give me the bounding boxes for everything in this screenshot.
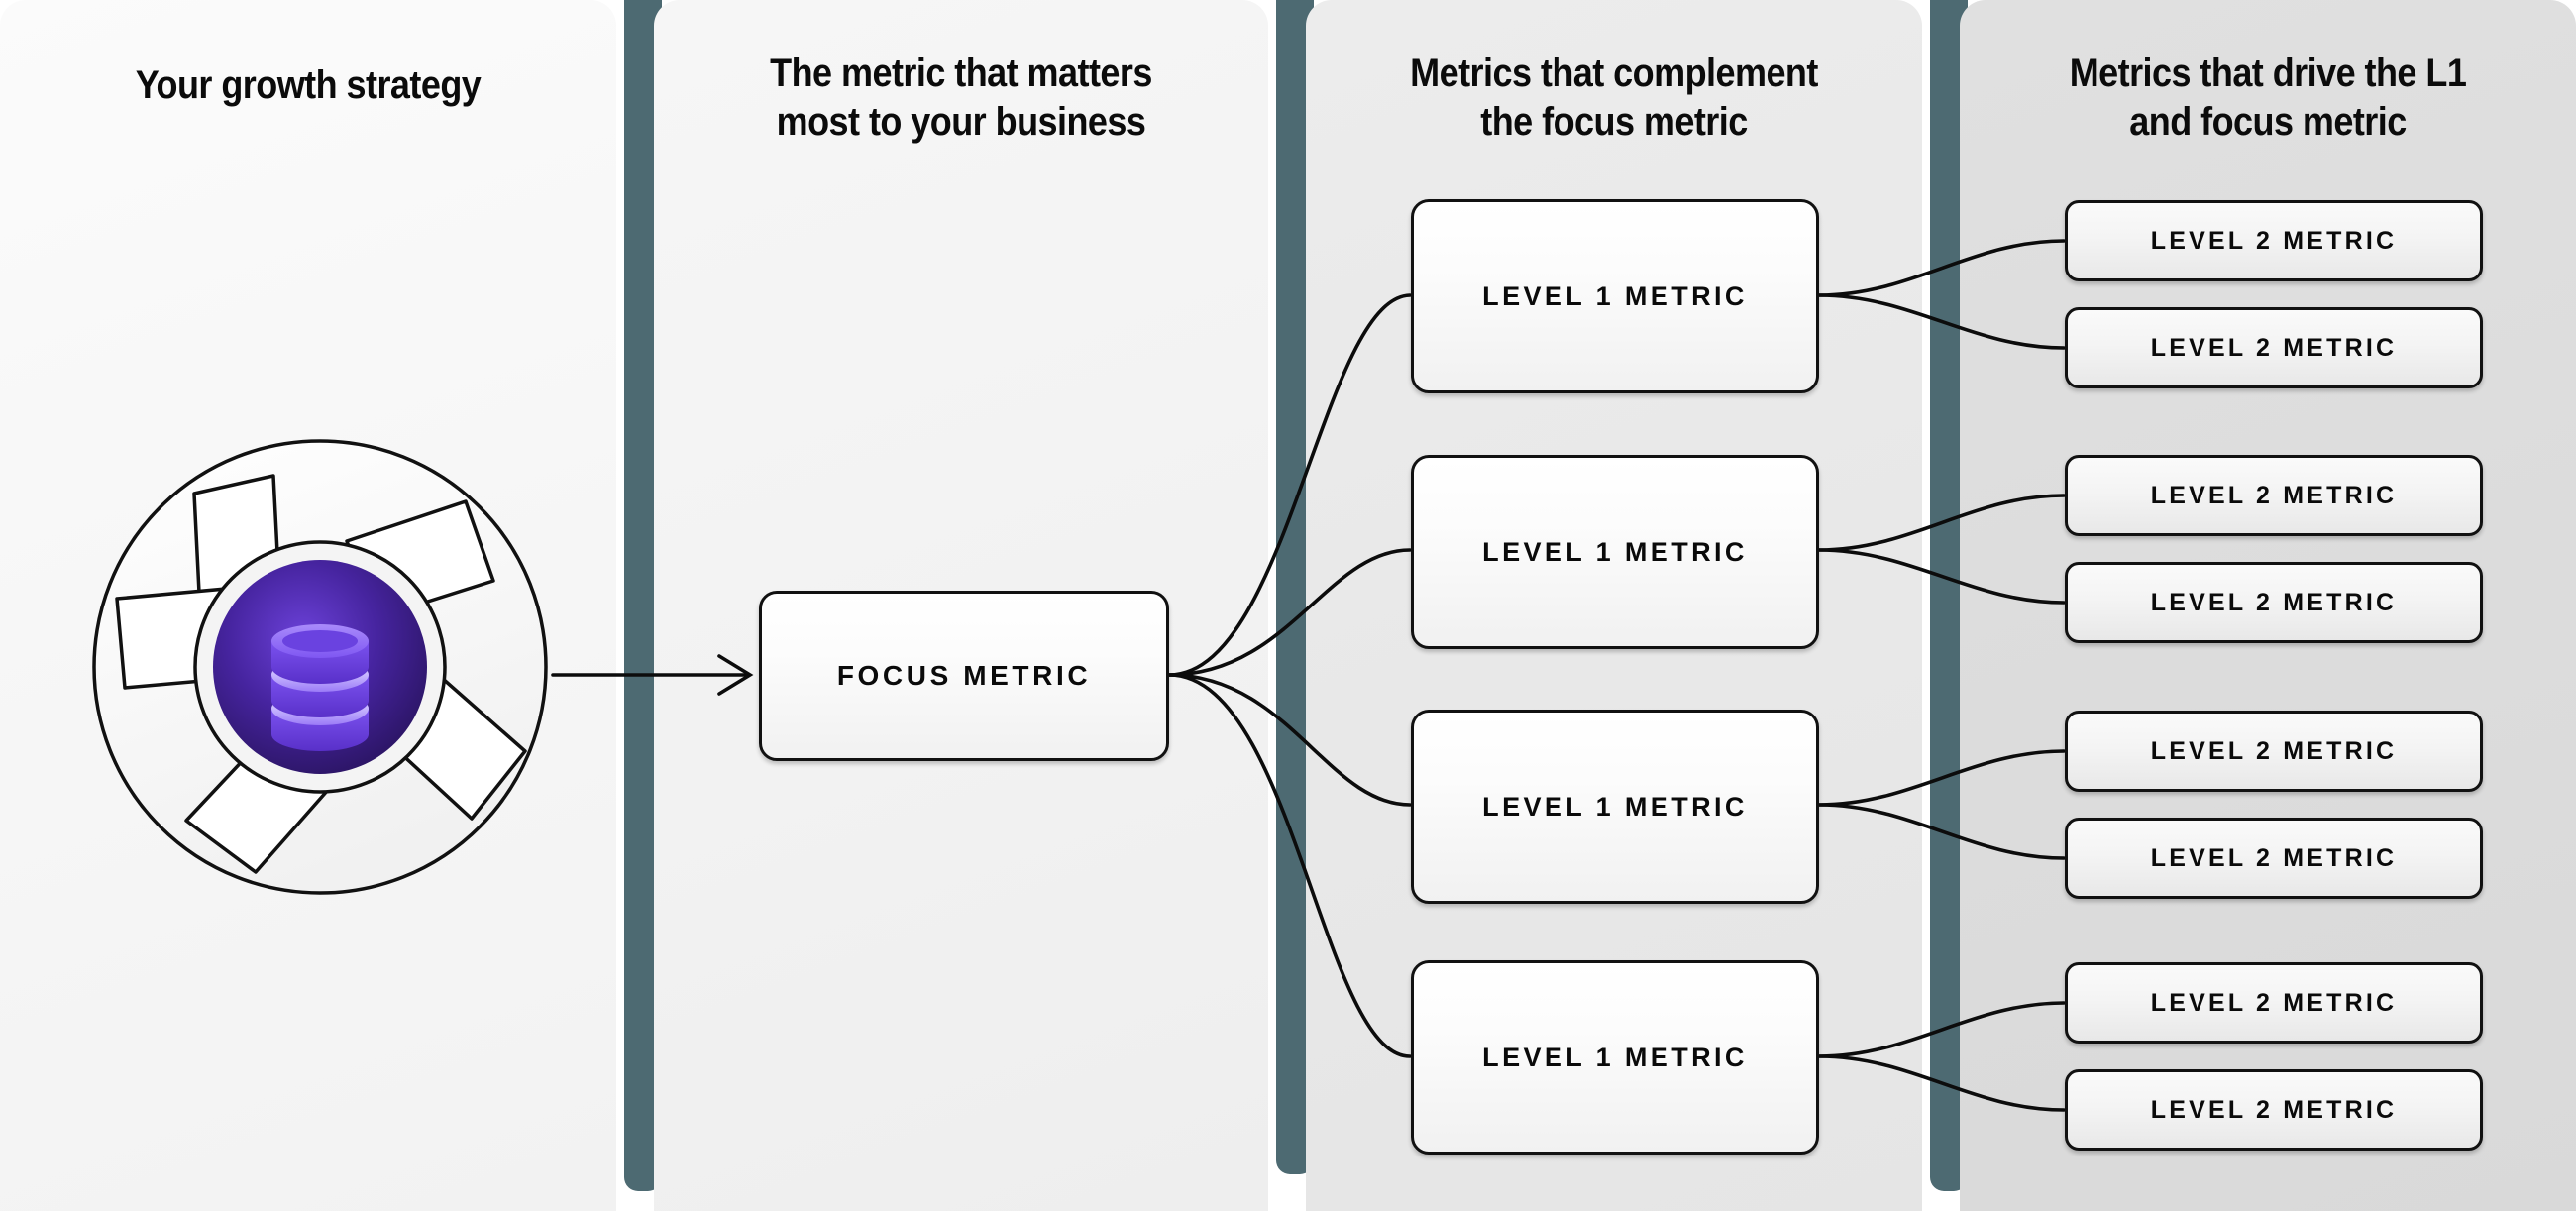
node-level2-metric-6[interactable]: LEVEL 2 METRIC <box>2065 818 2483 899</box>
node-focus-metric-label: FOCUS METRIC <box>836 660 1092 691</box>
node-level2-metric-2-label: LEVEL 2 METRIC <box>2150 333 2398 362</box>
node-level1-metric-4[interactable]: LEVEL 1 METRIC <box>1411 960 1819 1155</box>
growth-strategy-aperture-logo <box>92 439 548 895</box>
node-focus-metric[interactable]: FOCUS METRIC <box>759 591 1169 761</box>
node-level1-metric-3-label: LEVEL 1 METRIC <box>1482 791 1748 822</box>
node-level1-metric-1-label: LEVEL 1 METRIC <box>1482 280 1748 311</box>
node-level2-metric-1-label: LEVEL 2 METRIC <box>2150 226 2398 255</box>
node-level2-metric-7-label: LEVEL 2 METRIC <box>2150 988 2398 1017</box>
node-level2-metric-8-label: LEVEL 2 METRIC <box>2150 1095 2398 1124</box>
node-level1-metric-3[interactable]: LEVEL 1 METRIC <box>1411 710 1819 904</box>
node-level2-metric-2[interactable]: LEVEL 2 METRIC <box>2065 307 2483 388</box>
node-level2-metric-3-label: LEVEL 2 METRIC <box>2150 481 2398 509</box>
panel-title-level1-metrics: Metrics that complement the focus metric <box>1410 52 1818 144</box>
node-level1-metric-2-label: LEVEL 1 METRIC <box>1482 536 1748 567</box>
node-level2-metric-5[interactable]: LEVEL 2 METRIC <box>2065 711 2483 792</box>
node-level2-metric-5-label: LEVEL 2 METRIC <box>2150 736 2398 765</box>
node-level2-metric-4-label: LEVEL 2 METRIC <box>2150 588 2398 616</box>
node-level2-metric-7[interactable]: LEVEL 2 METRIC <box>2065 962 2483 1044</box>
node-level2-metric-4[interactable]: LEVEL 2 METRIC <box>2065 562 2483 643</box>
node-level1-metric-1[interactable]: LEVEL 1 METRIC <box>1411 199 1819 393</box>
node-level1-metric-2[interactable]: LEVEL 1 METRIC <box>1411 455 1819 649</box>
node-level2-metric-8[interactable]: LEVEL 2 METRIC <box>2065 1069 2483 1151</box>
node-level1-metric-4-label: LEVEL 1 METRIC <box>1482 1042 1748 1072</box>
node-level2-metric-1[interactable]: LEVEL 2 METRIC <box>2065 200 2483 281</box>
panel-title-focus-metric: The metric that matters most to your bus… <box>770 52 1152 144</box>
database-icon <box>271 624 369 751</box>
panel-title-level2-metrics: Metrics that drive the L1 and focus metr… <box>2069 52 2467 144</box>
node-level2-metric-3[interactable]: LEVEL 2 METRIC <box>2065 455 2483 536</box>
panel-title-growth-strategy: Your growth strategy <box>135 63 482 107</box>
node-level2-metric-6-label: LEVEL 2 METRIC <box>2150 843 2398 872</box>
